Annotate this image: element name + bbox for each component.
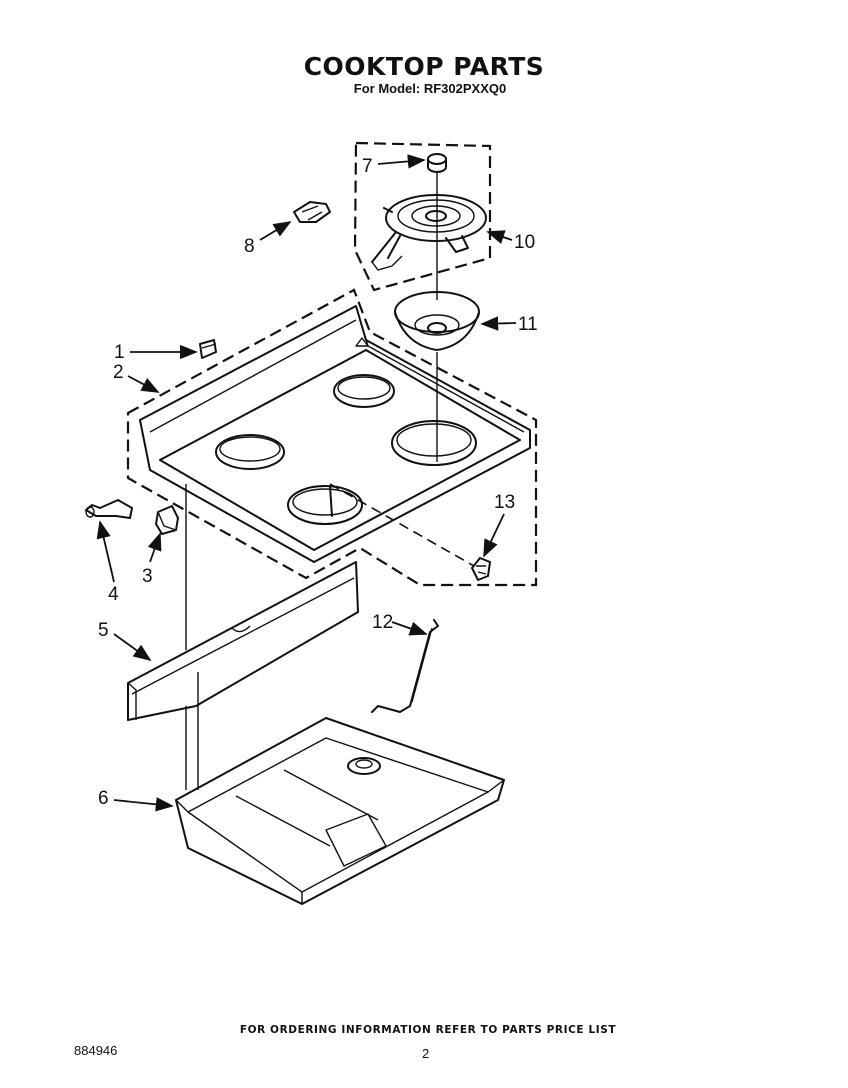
callout-1: 1 (114, 342, 198, 363)
cooktop-group-outline (126, 288, 538, 587)
sleeve-part-3 (155, 505, 179, 535)
clip-part-1 (199, 339, 217, 359)
svg-text:7: 7 (362, 156, 373, 177)
page-title: COOKTOP PARTS (303, 52, 545, 81)
ordering-note: FOR ORDERING INFORMATION REFER TO PARTS … (239, 1024, 617, 1036)
callout-10: 10 (486, 230, 535, 253)
callout-5: 5 (98, 620, 152, 662)
callout-8: 8 (244, 221, 292, 257)
svg-text:4: 4 (108, 584, 119, 605)
callout-12: 12 (372, 612, 428, 636)
burner-box-part-6 (175, 717, 505, 905)
hinge-part-4 (85, 499, 133, 519)
callout-13: 13 (483, 492, 515, 558)
svg-text:13: 13 (494, 492, 515, 513)
callout-7: 7 (362, 154, 426, 177)
bracket-part-13 (329, 483, 491, 581)
model-subtitle: For Model: RF302PXXQ0 (353, 81, 507, 96)
callout-4: 4 (96, 520, 119, 605)
callout-11: 11 (480, 314, 538, 335)
terminal-block-part-8 (293, 201, 331, 223)
cooktop-panel-part-2 (139, 305, 531, 563)
rod-part-12 (371, 619, 439, 713)
svg-text:1: 1 (114, 342, 125, 363)
svg-text:2: 2 (113, 362, 124, 383)
page-number: 2 (422, 1046, 430, 1061)
element-cap-part-7 (427, 153, 447, 173)
document-number: 884946 (74, 1043, 118, 1058)
callout-3: 3 (142, 532, 162, 587)
svg-text:3: 3 (142, 566, 153, 587)
callout-6: 6 (98, 788, 174, 812)
svg-text:10: 10 (514, 232, 535, 253)
surface-element-part-10 (371, 194, 487, 271)
svg-text:12: 12 (372, 612, 393, 633)
svg-text:8: 8 (244, 236, 255, 257)
drip-bowl-part-11 (394, 291, 480, 351)
svg-text:6: 6 (98, 788, 109, 809)
callout-2: 2 (113, 362, 160, 393)
trim-strip-part-5 (127, 561, 359, 721)
svg-text:11: 11 (518, 314, 538, 335)
svg-text:5: 5 (98, 620, 109, 641)
surface-unit-group-outline (353, 141, 492, 292)
